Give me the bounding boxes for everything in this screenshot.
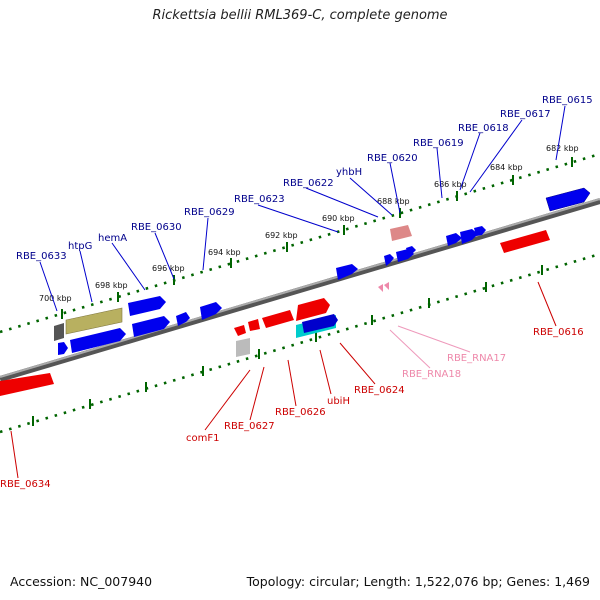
label-rbe-0617: RBE_0617 <box>500 109 551 120</box>
label-rbe-0627: RBE_0627 <box>224 421 275 432</box>
lower-gene-labels: RBE_0616 RBE_RNA17 RBE_RNA18 RBE_0624 ub… <box>0 327 584 490</box>
gene-ubih <box>302 314 338 333</box>
tick-label-684: 684 kbp <box>490 163 523 172</box>
gene-rbe-0629 <box>200 302 222 320</box>
label-rbe-0616: RBE_0616 <box>533 327 584 338</box>
gene-rbe-rna <box>378 284 383 292</box>
gene-rbe-0615 <box>545 187 591 212</box>
tick-label-688: 688 kbp <box>377 197 410 206</box>
tick-label-694: 694 kbp <box>208 248 241 257</box>
label-rbe-0630: RBE_0630 <box>131 222 182 233</box>
tick-label-686: 686 kbp <box>434 180 467 189</box>
gene-rbe-0622 <box>384 254 394 266</box>
label-rbe-0615: RBE_0615 <box>542 95 593 106</box>
gene-rbe-0626 <box>262 310 294 328</box>
gene-rbe-0619 <box>474 226 486 236</box>
label-rbe-0626: RBE_0626 <box>275 407 326 418</box>
gene-rbe-0617 <box>460 229 478 244</box>
tick-label-698: 698 kbp <box>95 281 128 290</box>
genome-summary-text: Topology: circular; Length: 1,522,076 bp… <box>246 574 590 589</box>
gene-rbe-rna2 <box>384 282 389 290</box>
label-rbe-0618: RBE_0618 <box>458 123 509 134</box>
label-rbe-0619: RBE_0619 <box>413 138 464 149</box>
gene-rbe-0627 <box>248 319 260 331</box>
label-rbe-0629: RBE_0629 <box>184 207 235 218</box>
gene-rbe-0624 <box>296 298 330 321</box>
upper-gene-labels: RBE_0615 RBE_0617 RBE_0618 RBE_0619 RBE_… <box>16 95 593 262</box>
gene-htpg-body <box>70 328 126 353</box>
label-rbe-rna18: RBE_RNA18 <box>402 369 461 380</box>
label-yhbh: yhbH <box>336 167 362 178</box>
label-rbe-0624: RBE_0624 <box>354 385 405 396</box>
kbp-labels: 682 kbp 684 kbp 686 kbp 688 kbp 690 kbp … <box>39 144 579 303</box>
gene-rbe-0633 <box>54 323 64 341</box>
label-htpg: htpG <box>68 241 92 252</box>
genome-backbone <box>0 198 600 382</box>
accession-text: Accession: NC_007940 <box>10 574 153 589</box>
tick-label-696: 696 kbp <box>152 264 185 273</box>
gene-rbe-0630 <box>176 312 190 326</box>
label-rbe-0623: RBE_0623 <box>234 194 285 205</box>
tick-label-690: 690 kbp <box>322 214 355 223</box>
gene-rbe-0616 <box>500 230 550 253</box>
tick-label-692: 692 kbp <box>265 231 298 240</box>
gene-features <box>0 187 591 396</box>
gene-rbe-0633b <box>58 342 68 355</box>
gene-comf1 <box>234 325 246 336</box>
map-title: Rickettsia bellii RML369-C, complete gen… <box>152 8 448 23</box>
gene-rbe-0620b <box>390 225 412 241</box>
lower-leaders <box>10 281 557 479</box>
label-hema: hemA <box>98 233 127 244</box>
label-ubih: ubiH <box>327 396 350 407</box>
gene-rbe-0631 <box>132 316 170 337</box>
label-rbe-rna17: RBE_RNA17 <box>447 353 506 364</box>
gene-comf1-grey <box>236 338 250 357</box>
gene-htpg <box>65 307 123 335</box>
lower-ticks <box>32 265 543 426</box>
tick-label-700: 700 kbp <box>39 294 72 303</box>
label-rbe-0622: RBE_0622 <box>283 178 334 189</box>
label-rbe-0620: RBE_0620 <box>367 153 418 164</box>
label-rbe-0633: RBE_0633 <box>16 251 67 262</box>
label-rbe-0634: RBE_0634 <box>0 479 51 490</box>
tick-label-682: 682 kbp <box>546 144 579 153</box>
gene-rbe-0623 <box>336 264 358 280</box>
gene-rbe-0620 <box>406 246 416 255</box>
gene-rbe-0634 <box>0 373 54 396</box>
upper-leaders <box>39 105 566 312</box>
gene-rbe-0618 <box>446 233 462 246</box>
label-comf1: comF1 <box>186 433 219 444</box>
gene-hema <box>128 296 166 316</box>
